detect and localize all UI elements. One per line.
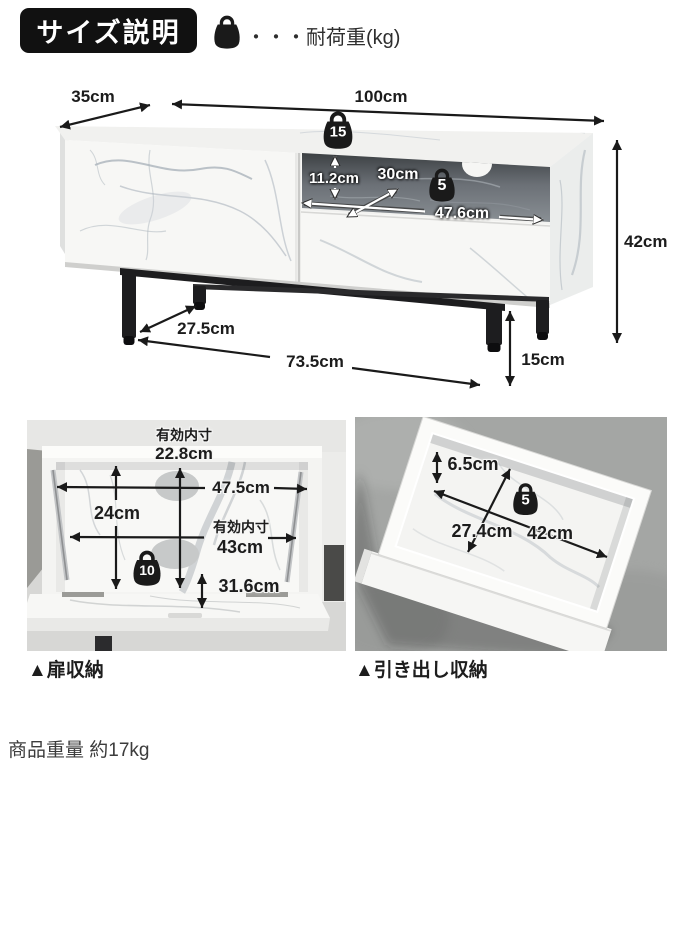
shelf-height-label: 11.2cm — [308, 170, 360, 187]
height-label: 42cm — [624, 232, 668, 251]
shelf-load-badge: 5 — [427, 167, 457, 203]
load-capacity-icon — [212, 14, 242, 50]
leg-inset-arrow — [139, 305, 197, 333]
door-dimension-arrows — [56, 466, 308, 608]
width-label: 100cm — [354, 87, 408, 106]
drawer-inner-depth-label: 27.4cm — [451, 521, 513, 541]
door-inner-width-arrow-left — [69, 532, 205, 543]
width-arrow — [171, 99, 605, 126]
main-dimension-arrows — [59, 99, 622, 389]
leg-inset-label: 27.5cm — [177, 319, 235, 338]
shelf-depth-arrow — [347, 188, 398, 218]
stand-legs — [122, 272, 549, 352]
tv-stand-illustration — [55, 126, 593, 352]
depth-arrow — [59, 102, 151, 130]
door-inner-note-top: 有効内寸 — [156, 427, 212, 443]
depth-label: 35cm — [71, 87, 115, 106]
door-width-arrow-right — [273, 483, 308, 494]
door-load-badge: 10 — [131, 548, 163, 588]
door-inner-depth-label: 31.6cm — [218, 576, 280, 596]
leg-height-label: 15cm — [521, 350, 565, 369]
door-photo-caption: ▲扉収納 — [28, 660, 104, 681]
size-section-badge: サイズ説明 — [20, 8, 197, 53]
drawer-photo-caption: ▲引き出し収納 — [355, 660, 488, 681]
product-weight-text: 商品重量 約17kg — [8, 740, 150, 761]
door-inner-note-mid: 有効内寸 — [213, 519, 269, 535]
drawer-inner-width-arrow — [433, 489, 608, 559]
shelf-depth-label: 30cm — [377, 166, 419, 183]
shelf-width-arrow-right — [498, 217, 543, 220]
leg-span-arrow-left — [137, 336, 271, 359]
drawer-inner-height-label: 6.5cm — [447, 454, 499, 474]
door-width-arrow-left — [56, 482, 206, 493]
leg-span-label: 73.5cm — [278, 352, 352, 372]
leg-span-arrow-right — [351, 366, 481, 389]
drawer-dimension-arrows — [432, 452, 608, 559]
load-capacity-legend: ・・・耐荷重(kg) — [246, 27, 401, 49]
shelf-width-arrow-left — [302, 203, 426, 213]
door-inner-height-label: 22.8cm — [155, 444, 213, 463]
drawer-inner-width-label: 42cm — [526, 523, 574, 543]
door-inner-width-label: 43cm — [216, 537, 264, 557]
door-width-label: 47.5cm — [212, 478, 270, 497]
drawer-load-badge: 5 — [511, 481, 540, 517]
door-height-label: 24cm — [93, 503, 141, 523]
recess-dimension-arrows — [302, 156, 543, 220]
shelf-width-label: 47.6cm — [434, 205, 490, 222]
top-load-badge: 15 — [321, 110, 355, 150]
